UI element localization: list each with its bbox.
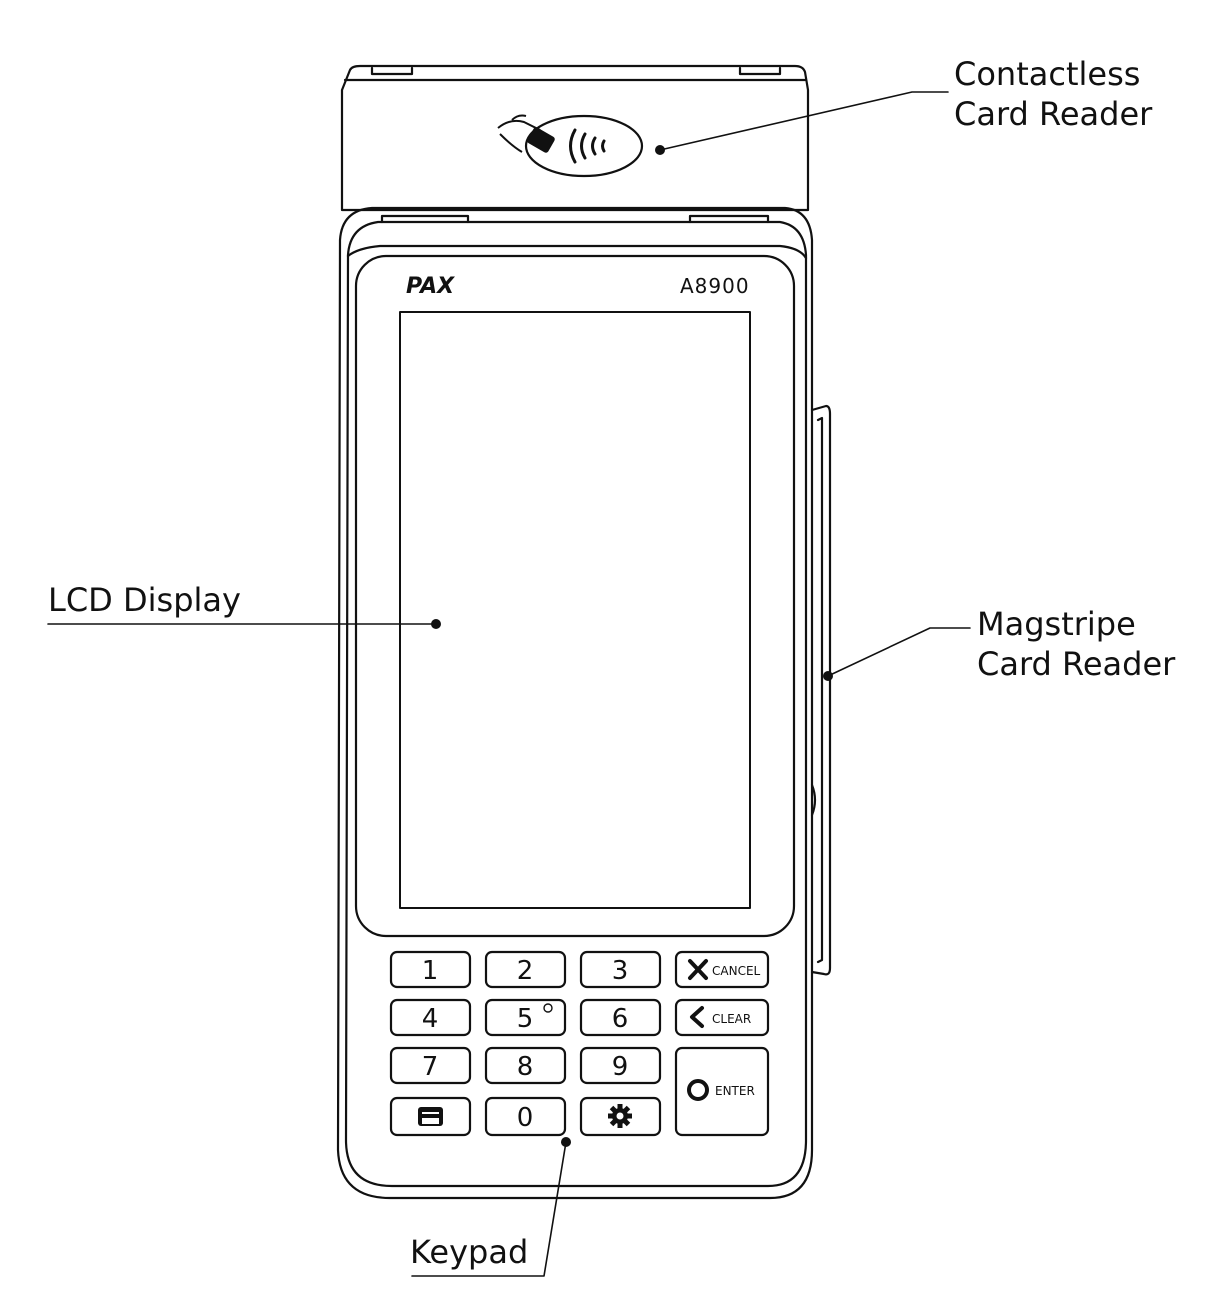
key-3[interactable] bbox=[579, 950, 662, 989]
key-7[interactable] bbox=[389, 1046, 472, 1085]
magstripe-detail bbox=[810, 783, 817, 817]
model-label: A8900 bbox=[680, 274, 750, 298]
callout-contactless-line1: Contactless bbox=[954, 55, 1141, 93]
key-settings[interactable] bbox=[579, 1096, 662, 1137]
key-0-label: 0 bbox=[517, 1103, 534, 1133]
magstripe-slot bbox=[816, 416, 824, 964]
callout-magstripe-line1: Magstripe bbox=[977, 605, 1136, 643]
hand-tap-icon bbox=[497, 114, 555, 153]
key-2[interactable] bbox=[484, 950, 567, 989]
callout-contactless-card-reader: Contactless Card Reader bbox=[954, 54, 1152, 134]
key-4-label: 4 bbox=[422, 1004, 439, 1034]
key-6-label: 6 bbox=[612, 1004, 629, 1034]
key-4[interactable] bbox=[389, 998, 472, 1037]
lcd-display bbox=[399, 311, 751, 909]
key-clear[interactable] bbox=[674, 998, 770, 1037]
callout-contactless-line2: Card Reader bbox=[954, 95, 1153, 133]
clear-chevron-icon bbox=[690, 1006, 704, 1028]
key-8-label: 8 bbox=[517, 1052, 534, 1082]
housing-top-slot bbox=[370, 66, 782, 76]
key-5-label: 5 bbox=[517, 1004, 534, 1034]
cancel-x-icon bbox=[688, 959, 708, 980]
callout-keypad-text: Keypad bbox=[410, 1233, 529, 1271]
callout-keypad: Keypad bbox=[410, 1232, 528, 1272]
key-enter[interactable] bbox=[674, 1046, 770, 1137]
dot-contactless bbox=[655, 145, 665, 155]
contactless-icon bbox=[569, 128, 606, 164]
key-clear-label: CLEAR bbox=[712, 1012, 751, 1026]
dot-magstripe bbox=[823, 671, 833, 681]
key-9[interactable] bbox=[579, 1046, 662, 1085]
body-shoulder bbox=[346, 244, 808, 260]
callout-lcd-display: LCD Display bbox=[48, 580, 241, 620]
screen-bezel bbox=[354, 254, 796, 938]
key-2-label: 2 bbox=[517, 956, 534, 986]
leader-contactless bbox=[659, 91, 949, 151]
key-menu[interactable] bbox=[389, 1096, 472, 1137]
key-1[interactable] bbox=[389, 950, 472, 989]
terminal-body bbox=[336, 206, 814, 1200]
callout-magstripe-line2: Card Reader bbox=[977, 645, 1176, 683]
key-cancel-label: CANCEL bbox=[712, 964, 761, 978]
key-0[interactable] bbox=[484, 1096, 567, 1137]
callout-magstripe-card-reader: Magstripe Card Reader bbox=[977, 604, 1175, 684]
magstripe-reader bbox=[810, 404, 832, 976]
key-5-tactile-dot bbox=[543, 1003, 553, 1013]
gear-icon bbox=[608, 1104, 632, 1128]
leader-magstripe bbox=[827, 627, 971, 677]
menu-icon bbox=[418, 1107, 443, 1126]
leader-keypad bbox=[411, 1141, 567, 1277]
body-inner-edge bbox=[344, 220, 808, 1188]
contactless-housing bbox=[340, 64, 810, 212]
keypad bbox=[389, 950, 770, 1137]
enter-circle-icon bbox=[687, 1079, 709, 1101]
key-7-label: 7 bbox=[422, 1052, 439, 1082]
key-enter-label: ENTER bbox=[715, 1084, 755, 1098]
key-9-label: 9 bbox=[612, 1052, 629, 1082]
key-1-label: 1 bbox=[422, 956, 439, 986]
key-3-label: 3 bbox=[612, 956, 629, 986]
key-cancel[interactable] bbox=[674, 950, 770, 989]
key-6[interactable] bbox=[579, 998, 662, 1037]
dot-keypad bbox=[561, 1137, 571, 1147]
body-top-slot bbox=[380, 214, 770, 224]
callout-lcd-text: LCD Display bbox=[48, 581, 241, 619]
brand-logo: PAX bbox=[406, 274, 455, 299]
nfc-oval bbox=[524, 114, 644, 178]
key-8[interactable] bbox=[484, 1046, 567, 1085]
dot-lcd bbox=[431, 619, 441, 629]
key-5[interactable] bbox=[484, 998, 567, 1037]
